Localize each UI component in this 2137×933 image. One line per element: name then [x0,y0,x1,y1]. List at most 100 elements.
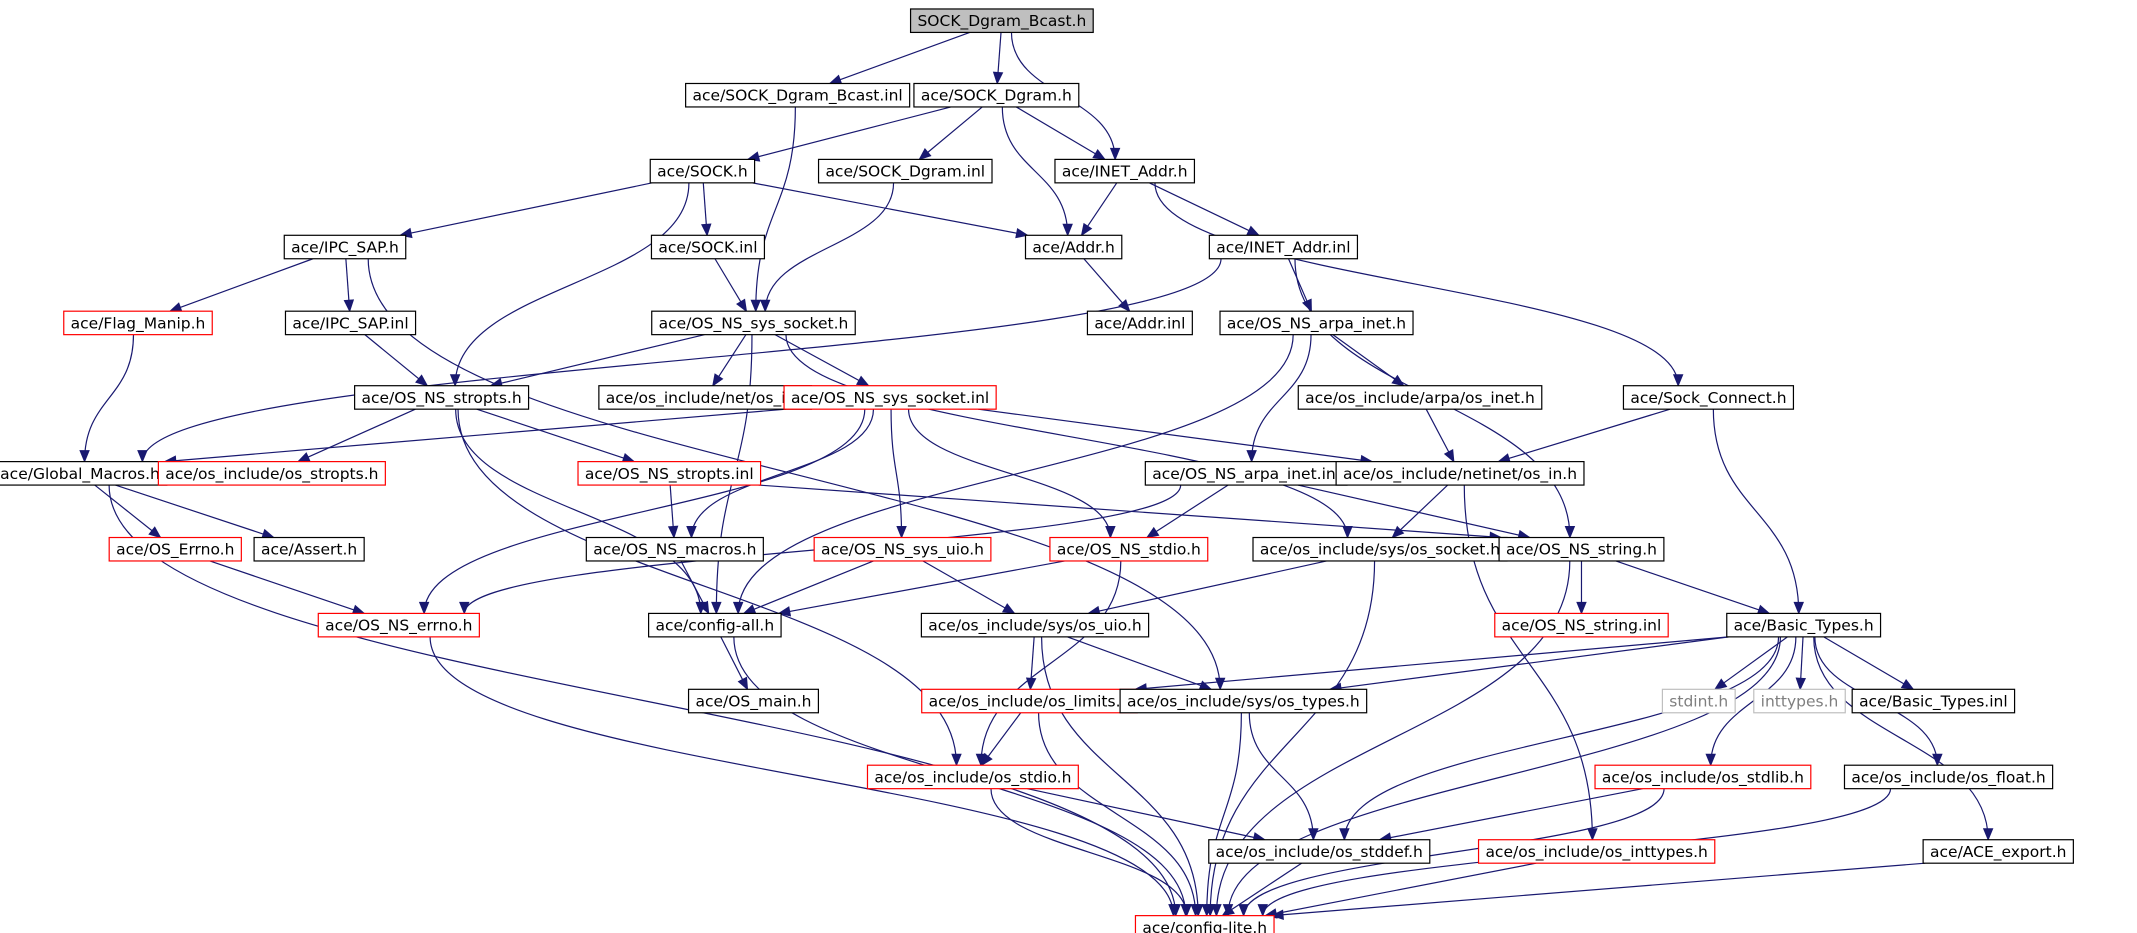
node-sys-os-uio[interactable]: ace/os_include/sys/os_uio.h [920,612,1150,638]
node-dgram-h[interactable]: ace/SOCK_Dgram.h [913,82,1080,108]
node-os-sys-socket-inl[interactable]: ace/OS_NS_sys_socket.inl [783,385,997,410]
node-os-stropts-inl[interactable]: ace/OS_NS_stropts.inl [577,461,762,486]
node-label: inttypes.h [1761,693,1839,711]
edge-inet-addr-h-to-sock-connect [1154,182,1679,386]
node-os-stropts-h[interactable]: ace/OS_NS_stropts.h [354,385,530,410]
node-os-sys-socket-h[interactable]: ace/OS_NS_sys_socket.h [651,310,856,336]
edge-os-sys-socket-inl-to-os-errno-h [423,409,866,614]
node-label: ace/OS_NS_stdio.h [1057,541,1201,560]
node-os-arpa-inet-h[interactable]: ace/OS_NS_arpa_inet.h [1219,310,1414,336]
node-os-stropts-inc[interactable]: ace/os_include/os_stropts.h [157,461,386,486]
node-box [1208,234,1359,260]
node-box [577,461,762,486]
node-arpa-os-inet[interactable]: ace/os_include/arpa/os_inet.h [1297,385,1543,410]
node-assert-h[interactable]: ace/Assert.h [253,536,365,562]
node-label: ace/OS_NS_sys_socket.h [659,314,849,333]
node-dgram-inl[interactable]: ace/SOCK_Dgram.inl [817,158,993,184]
node-box [63,310,213,336]
node-os-errno-h[interactable]: ace/OS_NS_errno.h [317,612,480,638]
node-ace-export[interactable]: ace/ACE_export.h [1922,839,2074,864]
node-box [1622,385,1795,410]
node-inttypes[interactable]: inttypes.h [1753,688,1846,714]
arrowhead [737,676,749,691]
node-netinet-os-in[interactable]: ace/os_include/netinet/os_in.h [1335,461,1585,486]
arrowhead [667,525,679,539]
edge-os-stdio-h-to-config-all [778,560,1065,615]
node-label: ace/os_include/os_stddef.h [1216,843,1423,862]
node-bcast-inl[interactable]: ace/SOCK_Dgram_Bcast.inl [685,82,911,108]
node-os-float[interactable]: ace/os_include/os_float.h [1843,764,2054,790]
node-box [909,8,1094,34]
node-label: ace/IPC_SAP.h [291,239,399,258]
edge-sock-h-to-os-stropts-h [454,182,690,386]
edge-basic-types-h-to-os-limits [1135,636,1729,690]
node-sock-connect[interactable]: ace/Sock_Connect.h [1622,385,1795,410]
node-os-inttypes[interactable]: ace/os_include/os_inttypes.h [1477,839,1716,864]
arrowhead [1092,149,1107,161]
node-os-string-h[interactable]: ace/OS_NS_string.h [1498,536,1665,562]
node-label: ace/Addr.inl [1094,314,1185,332]
node-os-string-inl[interactable]: ace/OS_NS_string.inl [1494,612,1669,638]
edge-sys-os-types-to-os-stddef [1248,712,1314,840]
node-box [1134,915,1275,933]
node-box [650,234,766,260]
node-basic-types-h[interactable]: ace/Basic_Types.h [1726,612,1882,638]
edge-os-stdio-inc-to-config-lite [990,788,1188,916]
node-inet-addr-inl[interactable]: ace/INET_Addr.inl [1208,234,1359,260]
node-os-stdlib[interactable]: ace/os_include/os_stdlib.h [1594,764,1812,790]
node-os-errno-cap[interactable]: ace/OS_Errno.h [108,536,242,562]
arrowhead [855,375,870,387]
node-label: ace/Addr.h [1032,239,1115,257]
node-label: ace/os_include/os_stdio.h [874,768,1071,787]
node-box [913,82,1080,108]
node-os-macros[interactable]: ace/OS_NS_macros.h [585,536,764,562]
node-global-macros[interactable]: ace/Global_Macros.h [0,461,168,486]
edge-dgram-h-to-inet-addr-h [1015,106,1106,160]
node-os-stdio-h[interactable]: ace/OS_NS_stdio.h [1049,536,1209,562]
node-label: ace/os_include/sys/os_uio.h [928,617,1141,636]
edge-os-sys-socket-inl-to-os-macros [690,409,875,538]
edge-ace-export-to-config-lite [1271,862,1926,917]
node-sys-os-types[interactable]: ace/os_include/sys/os_types.h [1119,688,1368,714]
edge-os-string-h-to-basic-types-h [1615,560,1770,614]
node-label: ace/Sock_Connect.h [1630,389,1786,408]
edge-dgram-h-to-addr-h [1001,106,1069,236]
node-root[interactable]: SOCK_Dgram_Bcast.h [909,8,1094,34]
arrowhead [698,600,710,615]
node-flag-manip[interactable]: ace/Flag_Manip.h [63,310,213,336]
arrowhead [896,526,907,539]
node-addr-inl[interactable]: ace/Addr.inl [1086,310,1193,336]
node-ipc-sap-inl[interactable]: ace/IPC_SAP.inl [284,310,417,336]
node-config-all[interactable]: ace/config-all.h [648,612,782,638]
node-box [253,536,365,562]
node-box [685,82,911,108]
node-label: ace/OS_NS_macros.h [593,541,756,560]
node-os-limits[interactable]: ace/os_include/os_limits.h [921,688,1138,714]
node-label: ace/os_include/os_float.h [1851,768,2045,787]
node-config-lite[interactable]: ace/config-lite.h [1134,915,1275,933]
node-os-sys-uio[interactable]: ace/OS_NS_sys_uio.h [813,536,992,562]
node-os-stdio-inc[interactable]: ace/os_include/os_stdio.h [866,764,1079,790]
node-box [1843,764,2054,790]
edge-os-sys-socket-inl-to-netinet-os-in [978,408,1373,463]
edge-os-stdlib-to-config-lite [1242,788,1665,916]
node-sys-os-socket[interactable]: ace/os_include/sys/os_socket.h [1252,536,1508,562]
arrowhead [759,299,771,313]
node-sock-h[interactable]: ace/SOCK.h [649,158,756,184]
node-stdint[interactable]: stdint.h [1661,688,1736,714]
node-basic-types-inl[interactable]: ace/Basic_Types.inl [1851,688,2016,714]
node-os-stddef[interactable]: ace/os_include/os_stddef.h [1208,839,1431,864]
node-label: ace/OS_NS_string.inl [1502,617,1662,636]
node-ipc-sap-h[interactable]: ace/IPC_SAP.h [283,234,407,260]
node-label: ace/OS_NS_sys_socket.inl [791,389,989,408]
node-box [1753,688,1846,714]
node-net-os-if[interactable]: ace/os_include/net/os_if.h [598,385,813,410]
node-os-arpa-inet-inl[interactable]: ace/OS_NS_arpa_inet.inl [1144,461,1348,486]
node-os-main[interactable]: ace/OS_main.h [687,688,820,714]
node-inet-addr-h[interactable]: ace/INET_Addr.h [1054,158,1196,184]
arrowhead [1257,904,1268,917]
node-addr-h[interactable]: ace/Addr.h [1024,234,1123,260]
node-box [284,310,417,336]
node-sock-inl[interactable]: ace/SOCK.inl [650,234,766,260]
arrowhead [742,604,757,614]
